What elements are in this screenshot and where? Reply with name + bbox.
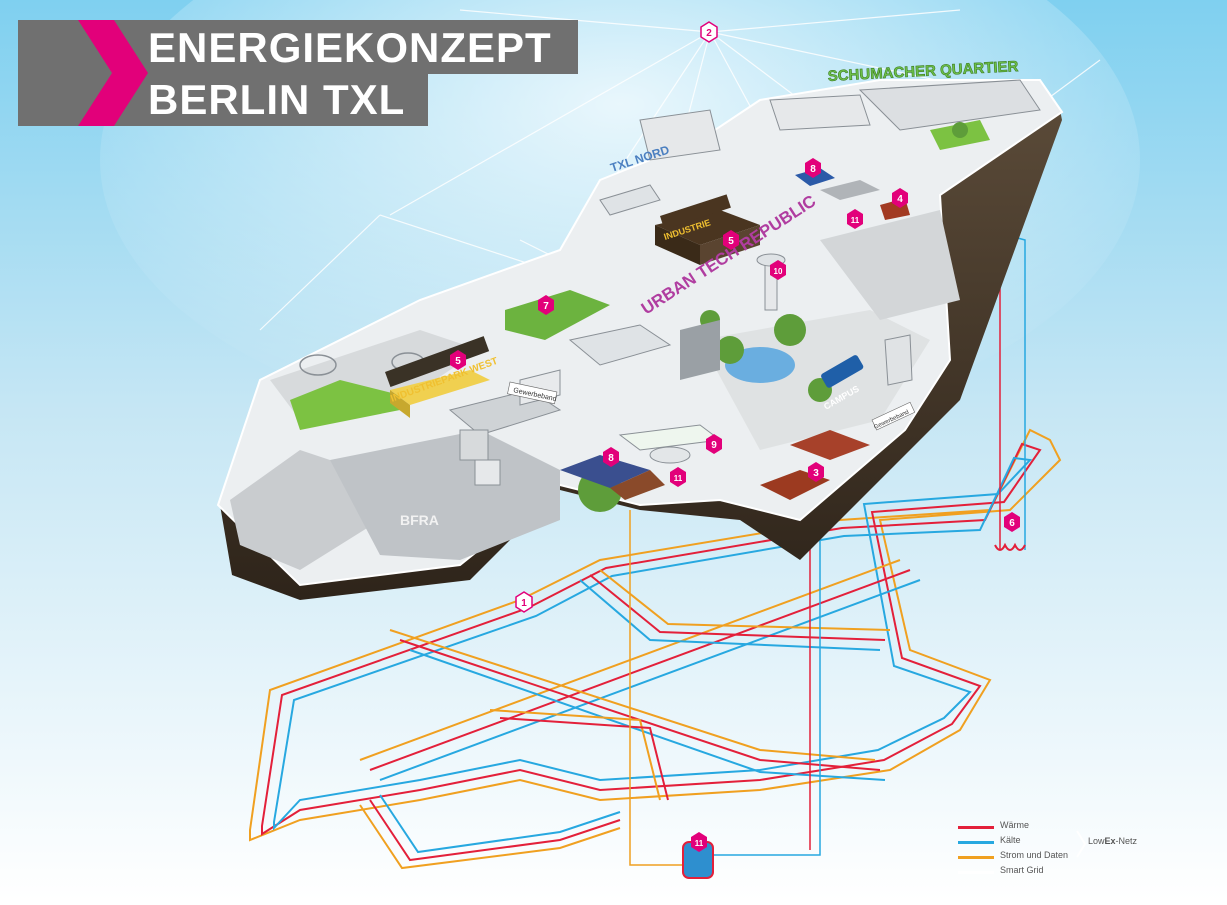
marker-10: 10 (770, 260, 786, 280)
marker-5-industrie: 5 (723, 230, 739, 250)
gewerbeband-sign-2 (871, 401, 916, 431)
legend-label-strom: Strom und Daten (1000, 850, 1069, 860)
marker-8-north: 8 (805, 158, 821, 178)
svg-text:6: 6 (1009, 518, 1015, 529)
legend-lowex-label: LowEx-Netz (1088, 836, 1137, 846)
marker-11-south: 11 (670, 467, 686, 487)
svg-text:8: 8 (608, 453, 614, 464)
svg-text:1: 1 (521, 598, 527, 609)
svg-text:5: 5 (728, 236, 734, 247)
island-soil (220, 110, 1062, 600)
title-chevron-icon (78, 20, 148, 126)
svg-text:11: 11 (695, 839, 704, 848)
gewerbeband-sign-1 (507, 381, 558, 405)
title-line-2: BERLIN TXL (148, 76, 406, 123)
marker-6: 6 (1004, 512, 1020, 532)
lowex-prefix: Low (1088, 836, 1105, 846)
svg-text:11: 11 (851, 216, 860, 225)
green-roof-7 (505, 290, 610, 340)
marker-5-industriepark: 5 (450, 350, 466, 370)
lowex-chevron-icon (1076, 830, 1086, 858)
lowex-bold: Ex (1104, 836, 1116, 846)
legend-label-smart-grid: Smart Grid (1000, 865, 1044, 875)
residential-area (820, 210, 960, 320)
legend-swatch-kaelte (958, 841, 994, 844)
marker-4: 4 (892, 188, 908, 208)
title-block: ENERGIEKONZEPT BERLIN TXL (18, 20, 578, 126)
green-roof-industriepark (290, 380, 400, 430)
marker-11-north: 11 (847, 209, 863, 229)
marker-9: 9 (706, 434, 722, 454)
legend-swatch-smart-grid (958, 871, 994, 874)
marker-11-storage: 11 (691, 832, 707, 852)
svg-text:5: 5 (455, 356, 461, 367)
svg-text:11: 11 (674, 474, 683, 483)
title-line-1: ENERGIEKONZEPT (148, 24, 552, 71)
legend-swatch-waerme (958, 826, 994, 829)
legend: Wärme Kälte Strom und Daten Smart Grid L… (958, 820, 1208, 890)
industriepark-sign (385, 336, 490, 388)
label-bfra: BFRA (400, 512, 439, 528)
marker-1: 1 (515, 591, 533, 613)
legend-label-kaelte: Kälte (1000, 835, 1021, 845)
marker-2: 2 (700, 21, 718, 43)
svg-text:10: 10 (774, 267, 783, 276)
marker-7: 7 (538, 295, 554, 315)
marker-3: 3 (808, 462, 824, 482)
number-markers: 2 1 3 4 5 5 6 7 8 8 9 10 11 11 11 (450, 21, 1020, 879)
legend-label-waerme: Wärme (1000, 820, 1029, 830)
campus-sign (821, 355, 864, 388)
industrie-sign (660, 194, 731, 230)
legend-swatch-strom (958, 856, 994, 859)
marker-8-south: 8 (603, 447, 619, 467)
lowex-suffix: -Netz (1115, 836, 1138, 846)
firefighter-area (330, 430, 560, 560)
svg-text:9: 9 (711, 440, 717, 451)
svg-text:8: 8 (810, 164, 816, 175)
svg-text:2: 2 (706, 28, 712, 39)
buildings (299, 79, 1041, 500)
svg-text:4: 4 (897, 194, 903, 205)
svg-text:7: 7 (543, 301, 549, 312)
svg-text:3: 3 (813, 468, 819, 479)
